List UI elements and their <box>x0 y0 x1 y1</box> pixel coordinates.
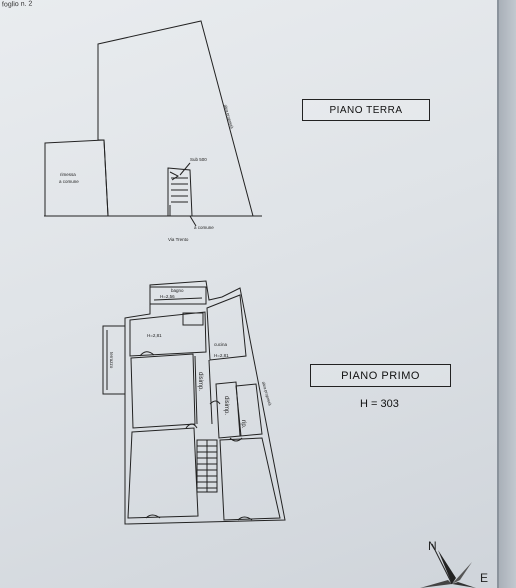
stair-sub-label: Sub 500 <box>190 157 207 162</box>
terrazzo-label: terrazzo <box>109 352 114 369</box>
room1-height-label: H=2,81 <box>147 333 162 338</box>
disimpegno-label: disimp. <box>197 372 203 391</box>
bagno-height-label: H=2,56 <box>160 294 175 299</box>
cucina-height-label: H=2,81 <box>214 353 229 358</box>
neighbor-label-primo: altra proprietà <box>261 381 273 407</box>
cucina-label: cucina <box>214 342 228 347</box>
sheet-edge <box>497 0 499 588</box>
street-label: Via Trento <box>168 237 189 242</box>
compass-east-label: E <box>480 571 488 585</box>
rip-label: rip. <box>240 420 246 429</box>
plan-piano-primo <box>102 280 286 525</box>
piano-terra-title: PIANO TERRA <box>302 99 430 121</box>
neighbor-label-terra: altra proprietà <box>223 104 235 130</box>
courtyard-label-2: a comune <box>59 179 79 184</box>
disimpegno2-label: disimp. <box>223 396 229 415</box>
floor-height-label: H = 303 <box>360 398 399 410</box>
compass-rose-icon: N E <box>420 540 488 588</box>
compass-north-label: N <box>428 540 437 553</box>
bagno-label: bagno <box>171 288 184 293</box>
courtyard-label-1: rimessa <box>60 172 76 177</box>
background-strip <box>499 0 516 588</box>
piano-primo-title: PIANO PRIMO <box>310 364 451 387</box>
common-label: a comune <box>194 225 214 230</box>
plan-piano-terra <box>44 20 262 227</box>
